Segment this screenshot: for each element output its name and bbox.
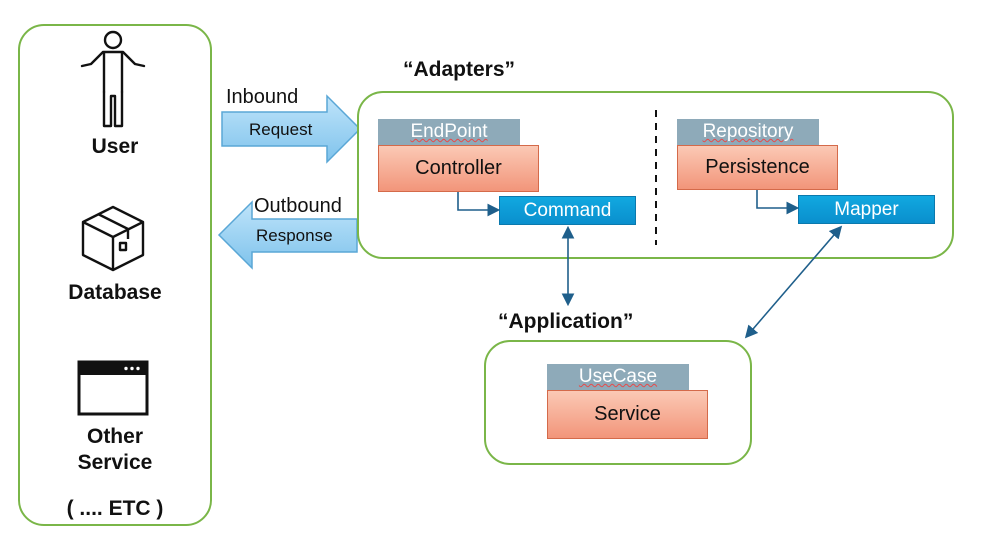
persistence-box: Persistence (677, 145, 838, 190)
repository-tag: Repository (677, 119, 819, 145)
inbound-arrow (221, 94, 362, 164)
response-label: Response (256, 226, 333, 245)
user-label: User (91, 135, 139, 158)
etc-label: ( .... ETC ) (66, 497, 164, 520)
application-title: “Application” (498, 310, 634, 333)
person-icon (80, 30, 146, 128)
mapper-application-connector (744, 225, 843, 339)
mapper-box: Mapper (798, 195, 935, 224)
box-icon (81, 205, 145, 272)
command-box: Command (499, 196, 636, 225)
request-label: Request (249, 120, 313, 139)
other-service-label-line2: Service (77, 451, 153, 474)
controller-to-command-connector (457, 192, 501, 217)
service-box: Service (547, 390, 708, 439)
adapters-title: “Adapters” (403, 58, 516, 81)
window-icon (77, 360, 149, 416)
inbound-label: Inbound (226, 86, 299, 108)
usecase-tag: UseCase (547, 364, 689, 390)
outbound-label: Outbound (254, 195, 342, 217)
outbound-arrow (217, 200, 358, 270)
persistence-to-mapper-connector (756, 190, 800, 215)
database-label: Database (68, 281, 162, 304)
endpoint-tag: EndPoint (378, 119, 520, 145)
other-service-label-line1: Other (86, 425, 143, 448)
controller-box: Controller (378, 145, 539, 192)
